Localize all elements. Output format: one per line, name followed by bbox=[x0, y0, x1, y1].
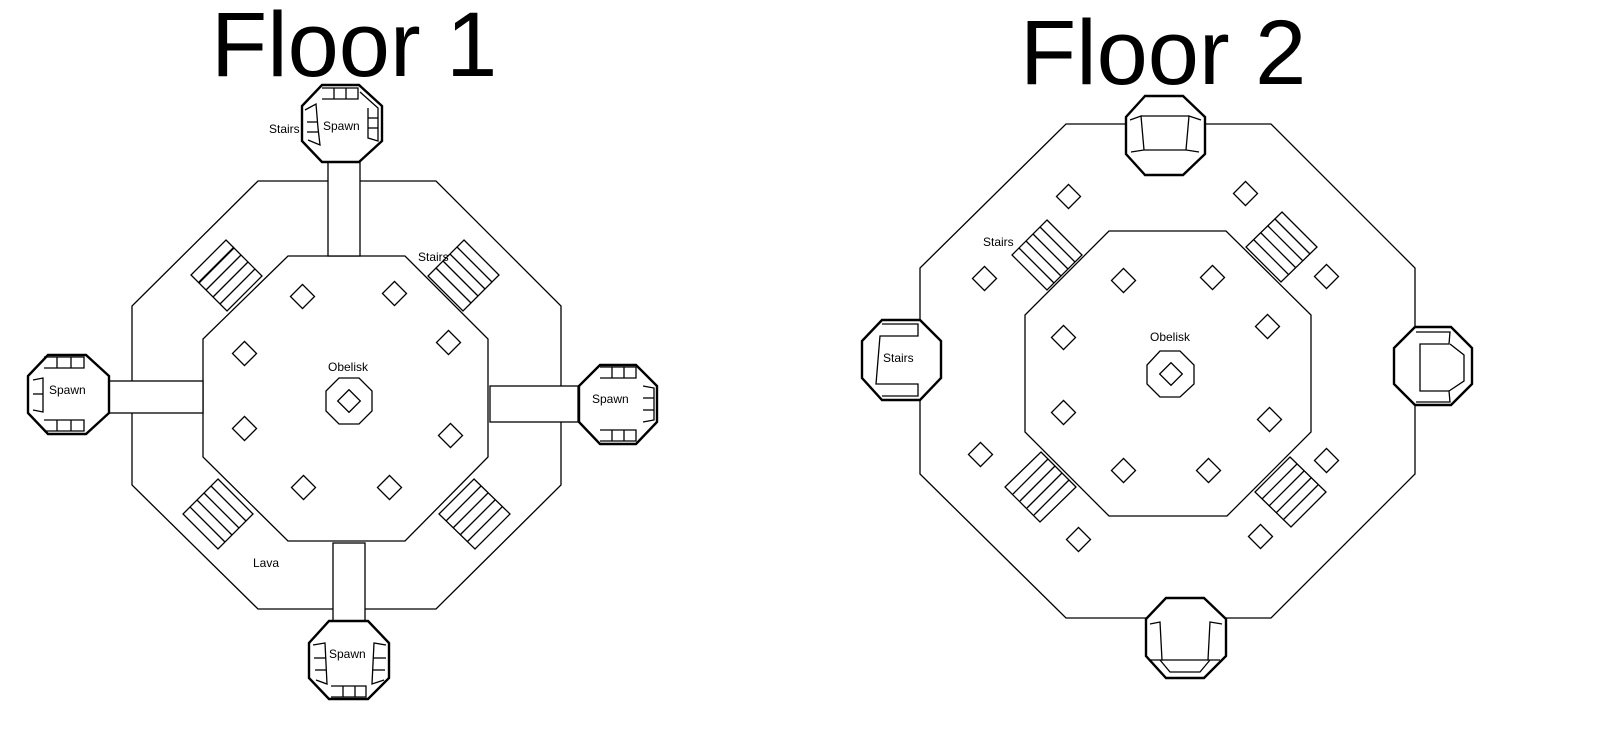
floor-2-stairs-sw bbox=[1004, 451, 1077, 523]
obelisk-label: Obelisk bbox=[328, 360, 369, 374]
spawn-label: Spawn bbox=[323, 119, 360, 133]
floor-1-spawn-room-north: Spawn bbox=[300, 83, 384, 164]
pillar bbox=[1110, 267, 1137, 294]
floor-2-inner-ring bbox=[1024, 230, 1312, 517]
floor-2-obelisk: Obelisk bbox=[1146, 330, 1195, 398]
floor-1-pillars bbox=[231, 280, 464, 501]
floor-1-bridge-north bbox=[327, 161, 361, 257]
pillar bbox=[231, 340, 258, 367]
pillar bbox=[231, 415, 258, 442]
floor-2-tower-east bbox=[1392, 325, 1474, 407]
floor-1-outer-ring bbox=[131, 180, 562, 610]
pillar bbox=[437, 422, 464, 449]
floor-1-stairs-ne bbox=[427, 239, 500, 312]
pillar bbox=[1256, 406, 1283, 433]
spawn-label: Spawn bbox=[592, 392, 629, 406]
pillar bbox=[1313, 263, 1340, 290]
pillar bbox=[1232, 180, 1259, 207]
floor-1-obelisk: Obelisk bbox=[325, 360, 373, 425]
floor-1-title: Floor 1 bbox=[211, 0, 497, 96]
pillar bbox=[435, 329, 462, 356]
floor-2-title: Floor 2 bbox=[1020, 2, 1306, 104]
pillar bbox=[1195, 457, 1222, 484]
floor-2-stairs-se bbox=[1254, 456, 1327, 528]
stairs-label: Stairs bbox=[883, 351, 914, 365]
stairs-label: Stairs bbox=[418, 250, 449, 264]
floor-2: Floor 2 bbox=[860, 2, 1474, 680]
floor-1-stairs-nw bbox=[190, 239, 263, 312]
floor-1-bridge-south bbox=[332, 542, 366, 623]
floor-1-bridge-east bbox=[489, 385, 579, 423]
floor-1-spawn-room-east: Spawn bbox=[577, 363, 659, 446]
floor-2-tower-west: Stairs bbox=[860, 318, 943, 402]
pillar bbox=[967, 441, 994, 468]
pillar bbox=[1247, 523, 1274, 550]
pillar bbox=[1050, 324, 1077, 351]
stairs-label: Stairs bbox=[269, 122, 300, 136]
lava-label: Lava bbox=[253, 556, 279, 570]
pillar bbox=[1199, 264, 1226, 291]
spawn-label: Spawn bbox=[49, 383, 86, 397]
pillar bbox=[1110, 457, 1137, 484]
stairs-label: Stairs bbox=[983, 235, 1014, 249]
floor-2-stairs-nw bbox=[1011, 219, 1083, 291]
floor-1-spawn-room-west: Spawn bbox=[26, 353, 111, 436]
pillar bbox=[1254, 313, 1281, 340]
floor-1: Floor 1 bbox=[26, 0, 659, 701]
floor-2-stairs-ne bbox=[1245, 211, 1318, 283]
pillar bbox=[376, 474, 403, 501]
floor-1-spawn-room-south: Spawn bbox=[307, 619, 391, 701]
pillar bbox=[289, 283, 316, 310]
floor-2-tower-north bbox=[1124, 94, 1207, 177]
pillar bbox=[1055, 183, 1082, 210]
pillar bbox=[1065, 526, 1092, 553]
floor-1-stairs-sw bbox=[182, 478, 254, 550]
floor-1-stairs-se bbox=[438, 478, 511, 550]
pillar bbox=[971, 265, 998, 292]
floor-1-bridge-west bbox=[108, 380, 204, 414]
pillar bbox=[381, 280, 408, 307]
spawn-label: Spawn bbox=[329, 647, 366, 661]
pillar bbox=[1313, 447, 1340, 474]
pillar bbox=[290, 474, 317, 501]
floor-2-pillars bbox=[967, 180, 1340, 553]
pillar bbox=[1050, 399, 1077, 426]
obelisk-label: Obelisk bbox=[1150, 330, 1191, 344]
floor-2-tower-south bbox=[1144, 596, 1228, 680]
